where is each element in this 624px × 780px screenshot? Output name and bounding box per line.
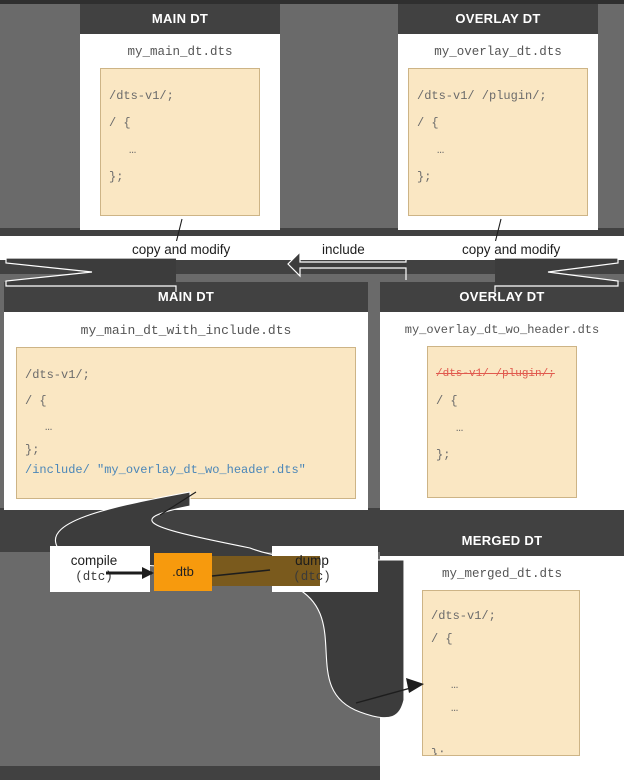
codebox-my-merged-dt: /dts-v1/; / { … … }; — [422, 590, 580, 756]
label-copy-and-modify-right: copy and modify — [456, 241, 567, 258]
code-line: / { — [25, 394, 47, 408]
code-line: … — [451, 701, 460, 715]
filename-my-merged-dt: my_merged_dt.dts — [441, 567, 563, 581]
panel-overlay-dt-top-header: OVERLAY DT — [398, 4, 598, 34]
dump-step-label: dump (dtc) — [274, 553, 350, 585]
codebox-my-overlay-dt-wo-header: /dts-v1/ /plugin/; / { … }; — [427, 346, 577, 498]
filename-my-overlay-dt-wo-header: my_overlay_dt_wo_header.dts — [404, 323, 600, 337]
code-line: … — [437, 143, 446, 157]
code-line: }; — [431, 747, 446, 756]
compile-step-label: compile (dtc) — [52, 553, 136, 585]
code-line: }; — [436, 448, 451, 462]
code-line: /dts-v1/; — [431, 609, 496, 623]
codebox-my-main-dt-with-include: /dts-v1/; / { … }; /include/ "my_overlay… — [16, 347, 356, 499]
code-line-struck: /dts-v1/ /plugin/; — [436, 368, 555, 380]
codebox-my-main-dt: /dts-v1/; / { … }; — [100, 68, 260, 216]
panel-overlay-dt-mid: OVERLAY DT my_overlay_dt_wo_header.dts /… — [380, 282, 624, 510]
code-line: … — [451, 678, 460, 692]
code-line: / { — [436, 394, 458, 408]
code-line: /dts-v1/; — [109, 89, 174, 103]
panel-main-dt-top: MAIN DT my_main_dt.dts /dts-v1/; / { … }… — [80, 4, 280, 230]
code-line: / { — [417, 116, 439, 130]
compile-step-tool: (dtc) — [75, 570, 113, 584]
code-line: /dts-v1/; — [25, 368, 90, 382]
top-edge-band — [0, 0, 624, 4]
filename-my-main-dt: my_main_dt.dts — [127, 45, 233, 59]
codebox-my-overlay-dt: /dts-v1/ /plugin/; / { … }; — [408, 68, 588, 216]
filename-my-overlay-dt: my_overlay_dt.dts — [434, 45, 562, 59]
code-line: /dts-v1/ /plugin/; — [417, 89, 547, 103]
code-line: / { — [431, 632, 453, 646]
dump-step-tool: (dtc) — [293, 570, 331, 584]
code-line: }; — [109, 170, 124, 184]
panel-overlay-dt-top-body: my_overlay_dt.dts /dts-v1/ /plugin/; / {… — [398, 34, 598, 230]
panel-main-dt-top-header: MAIN DT — [80, 4, 280, 34]
panel-overlay-dt-mid-header: OVERLAY DT — [380, 282, 624, 312]
code-line: }; — [417, 170, 432, 184]
compile-step-title: compile — [70, 553, 118, 568]
code-line: … — [45, 420, 54, 434]
dtb-artifact-label: .dtb — [172, 564, 194, 579]
label-include: include — [316, 241, 371, 258]
code-line: … — [456, 421, 465, 435]
panel-overlay-dt-top: OVERLAY DT my_overlay_dt.dts /dts-v1/ /p… — [398, 4, 598, 230]
panel-main-dt-top-body: my_main_dt.dts /dts-v1/; / { … }; — [80, 34, 280, 230]
panel-merged-dt-body: my_merged_dt.dts /dts-v1/; / { … … }; — [380, 556, 624, 780]
code-line-spacer — [431, 651, 579, 674]
dtb-artifact-chip: .dtb — [154, 553, 212, 591]
code-line-spacer — [431, 720, 579, 743]
dump-step-title: dump — [295, 553, 329, 568]
panel-main-dt-mid: MAIN DT my_main_dt_with_include.dts /dts… — [4, 282, 368, 510]
label-copy-and-modify-left: copy and modify — [126, 241, 237, 258]
panel-merged-dt-header: MERGED DT — [380, 526, 624, 556]
panel-overlay-dt-mid-body: my_overlay_dt_wo_header.dts /dts-v1/ /pl… — [380, 312, 624, 510]
code-line: }; — [25, 443, 40, 457]
panel-main-dt-mid-body: my_main_dt_with_include.dts /dts-v1/; / … — [4, 312, 368, 510]
filename-my-main-dt-with-include: my_main_dt_with_include.dts — [80, 323, 292, 338]
panel-merged-dt: MERGED DT my_merged_dt.dts /dts-v1/; / {… — [380, 526, 624, 780]
code-line: / { — [109, 116, 131, 130]
panel-main-dt-mid-header: MAIN DT — [4, 282, 368, 312]
code-line: … — [129, 143, 138, 157]
code-line-include: /include/ "my_overlay_dt_wo_header.dts" — [25, 463, 306, 477]
